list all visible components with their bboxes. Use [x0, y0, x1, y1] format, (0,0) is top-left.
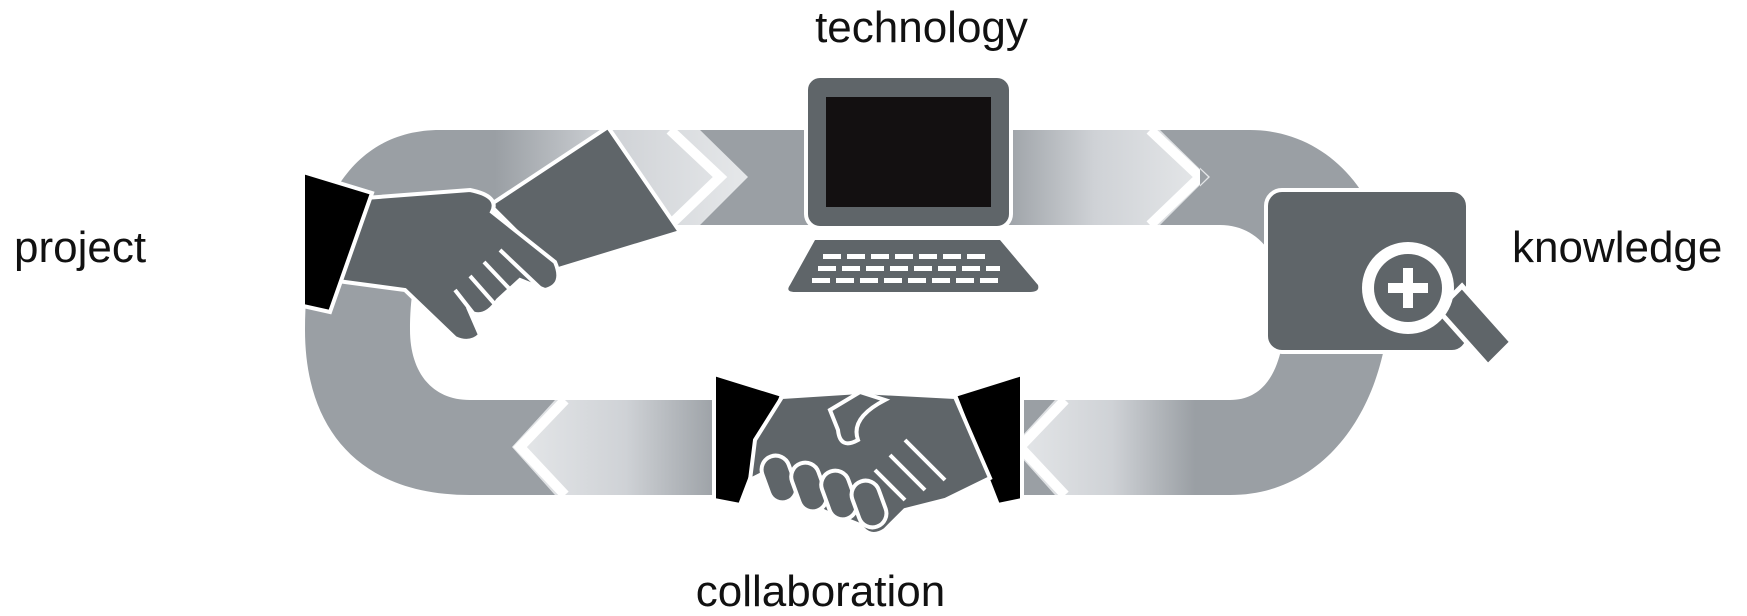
ring-top-right-tip [1160, 130, 1208, 225]
ring-bottom-left-tip [500, 400, 555, 495]
magnifier-plus-icon [1264, 188, 1516, 370]
collaboration-label: collaboration [0, 570, 1747, 614]
knowledge-label: knowledge [1512, 223, 1723, 272]
technology-label-text: technology [815, 3, 1028, 52]
ring-top-right-segment [1000, 130, 1210, 225]
ring-bottom-left-segment [510, 400, 720, 495]
laptop-icon [788, 74, 1039, 292]
arrow-chevron-top-left [666, 126, 728, 229]
ring-bottom-right-segment [1010, 400, 1195, 495]
ring-top-left-tip [700, 130, 810, 225]
handshake-icon [712, 371, 1024, 536]
collaboration-label-text: collaboration [695, 567, 946, 616]
handshake-offer-icon [301, 124, 684, 343]
arrow-chevron-bottom-left [513, 396, 569, 499]
technology-label: technology [0, 6, 1747, 50]
project-label: project [14, 223, 147, 272]
